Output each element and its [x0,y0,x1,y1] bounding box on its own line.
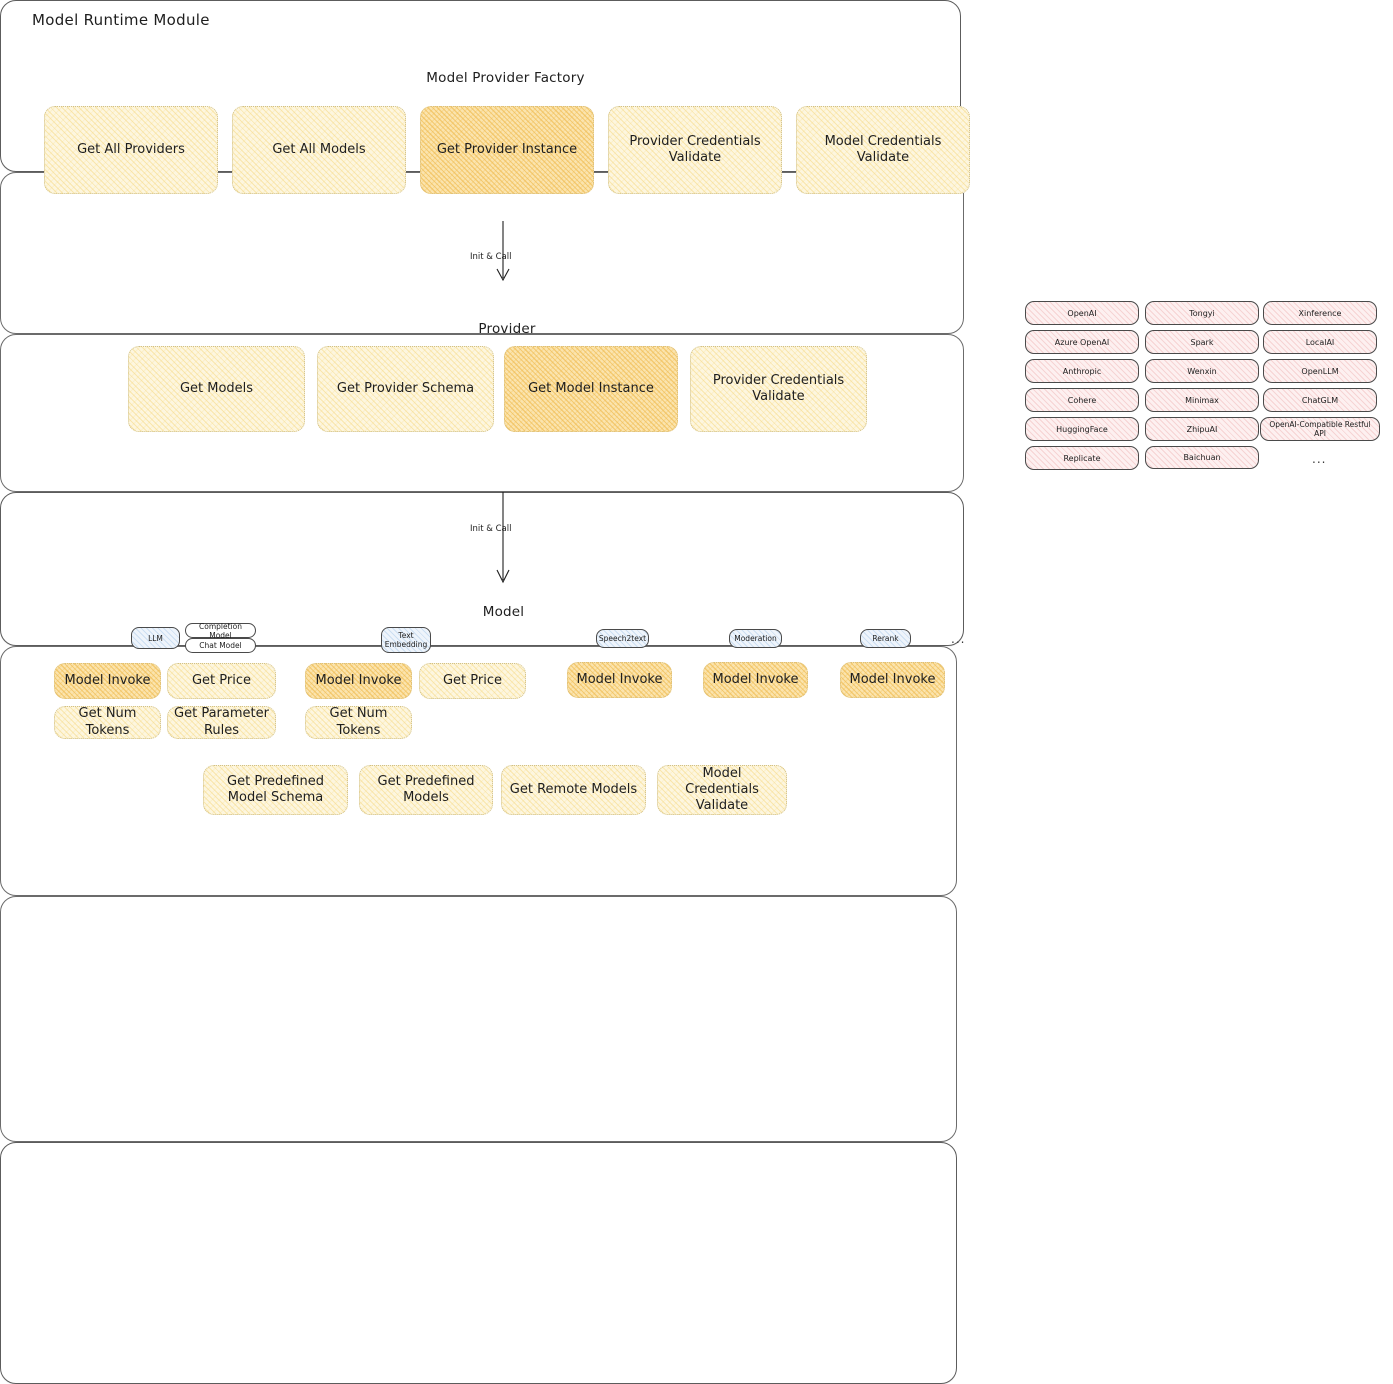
model-types-more-ellipsis: ... [951,632,966,646]
model-shared-op-model-credentials-validate[interactable]: Model Credentials Validate [657,765,787,815]
provider-chip-azure-openai[interactable]: Azure OpenAI [1025,330,1139,354]
model-type-badge-rerank[interactable]: Rerank [860,629,911,648]
model-type-badge-moderation[interactable]: Moderation [729,629,782,648]
provider-list-more-ellipsis: ... [1312,452,1327,466]
provider-chip-localai[interactable]: LocalAI [1263,330,1377,354]
provider-chip-zhipuai[interactable]: ZhipuAI [1145,417,1259,441]
provider-chip-openllm[interactable]: OpenLLM [1263,359,1377,383]
edge-label-init-and-call-1: Init & Call [470,252,512,262]
moderation-op-model-invoke[interactable]: Model Invoke [703,662,808,698]
model-panel [0,1142,957,1384]
text-embedding-op-get-num-tokens[interactable]: Get Num Tokens [305,706,412,739]
model-type-badge-text-embedding[interactable]: Text Embedding [381,627,431,653]
provider-chip-minimax[interactable]: Minimax [1145,388,1259,412]
model-provider-factory-title: Model Provider Factory [426,70,585,86]
model-shared-op-get-remote-models[interactable]: Get Remote Models [501,765,646,815]
page-title: Model Runtime Module [32,11,210,29]
rerank-op-model-invoke[interactable]: Model Invoke [840,662,945,698]
provider-chip-openai[interactable]: OpenAI [1025,301,1139,325]
model-shared-op-get-predefined-model-schema[interactable]: Get Predefined Model Schema [203,765,348,815]
provider-chip-chatglm[interactable]: ChatGLM [1263,388,1377,412]
provider-stack-layer-3 [0,172,964,334]
llm-op-model-invoke[interactable]: Model Invoke [54,663,161,699]
provider-chip-wenxin[interactable]: Wenxin [1145,359,1259,383]
provider-title: Provider [478,321,536,337]
provider-op-get-models[interactable]: Get Models [128,346,305,432]
llm-op-get-parameter-rules[interactable]: Get Parameter Rules [167,706,276,739]
text-embedding-op-get-price[interactable]: Get Price [419,663,526,699]
provider-chip-baichuan[interactable]: Baichuan [1145,446,1259,469]
provider-chip-xinference[interactable]: Xinference [1263,301,1377,325]
model-stack-layer-2 [0,896,957,1142]
factory-op-provider-credentials-validate[interactable]: Provider Credentials Validate [608,106,782,194]
provider-panel [0,492,964,646]
factory-op-model-credentials-validate[interactable]: Model Credentials Validate [796,106,970,194]
text-embedding-op-model-invoke[interactable]: Model Invoke [305,663,412,699]
provider-chip-openai-compatible-restful-api[interactable]: OpenAI-Compatible Restful API [1260,417,1380,441]
speech2text-op-model-invoke[interactable]: Model Invoke [567,662,672,698]
provider-chip-anthropic[interactable]: Anthropic [1025,359,1139,383]
model-type-badge-speech2text[interactable]: Speech2text [596,629,649,648]
factory-op-get-all-providers[interactable]: Get All Providers [44,106,218,194]
provider-chip-huggingface[interactable]: HuggingFace [1025,417,1139,441]
provider-chip-spark[interactable]: Spark [1145,330,1259,354]
model-type-badge-llm[interactable]: LLM [131,627,180,649]
edge-label-init-and-call-2: Init & Call [470,524,512,534]
provider-chip-tongyi[interactable]: Tongyi [1145,301,1259,325]
model-type-subbadge-completion-model[interactable]: Completion Model [185,622,256,640]
factory-op-get-all-models[interactable]: Get All Models [232,106,406,194]
model-shared-op-get-predefined-models[interactable]: Get Predefined Models [359,765,493,815]
llm-op-get-price[interactable]: Get Price [167,663,276,699]
llm-op-get-num-tokens[interactable]: Get Num Tokens [54,706,161,739]
provider-chip-replicate[interactable]: Replicate [1025,446,1139,470]
provider-op-get-model-instance[interactable]: Get Model Instance [504,346,678,432]
provider-op-provider-credentials-validate[interactable]: Provider Credentials Validate [690,346,867,432]
model-title: Model [482,604,525,620]
factory-op-get-provider-instance[interactable]: Get Provider Instance [420,106,594,194]
model-type-subbadge-chat-model[interactable]: Chat Model [185,638,256,653]
provider-chip-cohere[interactable]: Cohere [1025,388,1139,412]
provider-op-get-provider-schema[interactable]: Get Provider Schema [317,346,494,432]
